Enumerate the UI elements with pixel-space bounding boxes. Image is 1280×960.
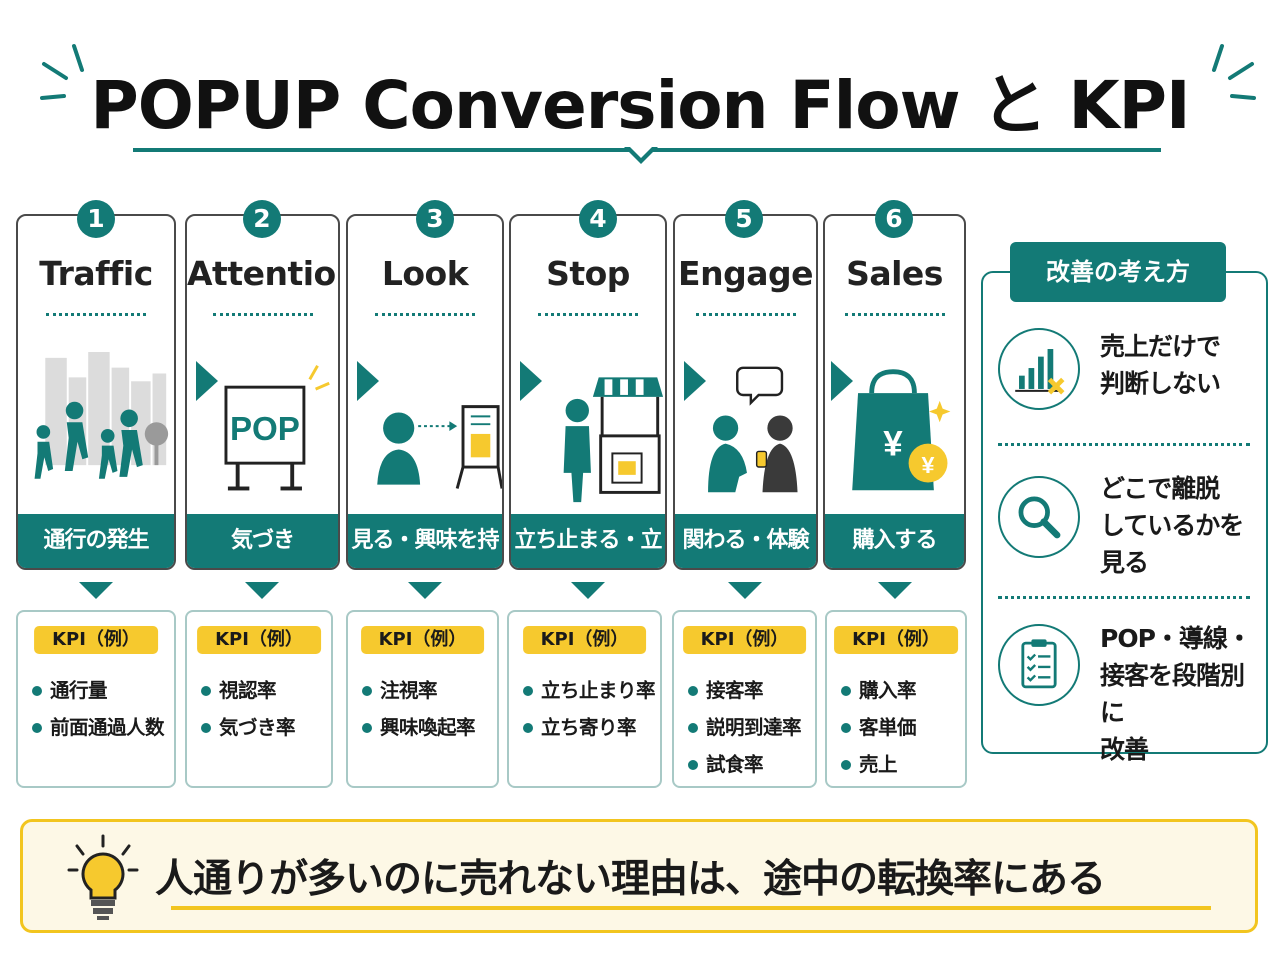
kpi-badge: KPI（例） bbox=[197, 626, 321, 654]
tip-text: 売上だけで 判断しない bbox=[1100, 332, 1221, 398]
flow-arrow bbox=[520, 361, 542, 401]
down-arrow bbox=[571, 582, 605, 599]
kpi-item: 売上 bbox=[841, 746, 916, 783]
stage-band: 関わる・体験する bbox=[675, 514, 816, 568]
tip-text: POP・導線・ 接客を段階別に 改善 bbox=[1100, 624, 1252, 764]
panel-divider bbox=[998, 443, 1250, 446]
kpi-badge: KPI（例） bbox=[682, 626, 807, 654]
step-number-5: 5 bbox=[725, 200, 763, 238]
kpi-item: 注視率 bbox=[362, 672, 475, 709]
magnifier-icon bbox=[998, 476, 1080, 558]
stage-label: Traffic bbox=[39, 254, 153, 293]
stage-band: 気づき bbox=[187, 514, 338, 568]
flow-arrow bbox=[357, 361, 379, 401]
summary-underline bbox=[171, 906, 1211, 910]
kpi-badge: KPI（例） bbox=[522, 626, 647, 654]
svg-text:¥: ¥ bbox=[922, 452, 935, 478]
tip-item: POP・導線・ 接客を段階別に 改善 bbox=[998, 620, 1256, 764]
left-spark-icon bbox=[40, 44, 84, 100]
stage-label: Engage bbox=[678, 254, 813, 293]
stage-label: Look bbox=[381, 254, 469, 293]
person-looking-icon bbox=[377, 405, 502, 489]
kpi-item: 気づき率 bbox=[201, 709, 296, 746]
down-arrow bbox=[245, 582, 279, 599]
kpi-item: 前面通過人数 bbox=[32, 709, 165, 746]
kpi-item: 視認率 bbox=[201, 672, 295, 709]
kpi-badge: KPI（例） bbox=[360, 626, 485, 654]
flow-arrow bbox=[196, 361, 218, 401]
kpi-box-sales: KPI（例） 購入率 客単価 売上 bbox=[825, 610, 967, 788]
down-arrow bbox=[79, 582, 113, 599]
tip-text: どこで離脱 しているかを 見る bbox=[1100, 474, 1244, 577]
tip-item: 売上だけで 判断しない bbox=[998, 328, 1256, 418]
checklist-clipboard-icon bbox=[998, 624, 1080, 706]
flow-arrow bbox=[831, 361, 853, 401]
step-number-1: 1 bbox=[77, 200, 115, 238]
lightbulb-icon bbox=[67, 834, 139, 920]
kpi-item: 興味喚起率 bbox=[362, 709, 476, 746]
stage-traffic: Traffic 通行の発生 bbox=[16, 214, 176, 570]
kpi-item: 立ち寄り率 bbox=[523, 709, 655, 746]
down-arrow bbox=[728, 582, 762, 599]
stage-stop: Stop 立ち止まる・立ち寄る bbox=[509, 214, 667, 570]
stall-stop-icon bbox=[563, 377, 664, 503]
stage-band: 購入する bbox=[825, 514, 964, 568]
stage-label: Attention bbox=[187, 254, 338, 293]
flow-arrow bbox=[684, 361, 706, 401]
stage-engage: Engage 関わる・体験する bbox=[673, 214, 818, 570]
kpi-item: 通行量 bbox=[32, 672, 164, 709]
stage-band: 見る・興味を持つ bbox=[348, 514, 502, 568]
right-spark-icon bbox=[1212, 44, 1256, 100]
page-title: POPUP Conversion Flow と KPI bbox=[90, 67, 1190, 144]
kpi-item: 客単価 bbox=[841, 709, 917, 746]
tip-item: どこで離脱 しているかを 見る bbox=[998, 470, 1256, 582]
kpi-box-engage: KPI（例） 接客率 説明到達率 試食率 bbox=[672, 610, 817, 788]
stage-label: Stop bbox=[546, 254, 630, 293]
kpi-item: 接客率 bbox=[688, 672, 801, 709]
step-number-2: 2 bbox=[243, 200, 281, 238]
kpi-item: 試食率 bbox=[688, 746, 801, 783]
pedestrians-city-icon bbox=[34, 352, 169, 479]
pop-sign-text: POP bbox=[230, 411, 300, 448]
kpi-box-stop: KPI（例） 立ち止まり率 立ち寄り率 bbox=[507, 610, 662, 788]
staff-engage-icon bbox=[708, 366, 798, 493]
kpi-box-attention: KPI（例） 視認率 気づき率 bbox=[185, 610, 333, 788]
kpi-item: 購入率 bbox=[841, 672, 917, 709]
panel-divider bbox=[998, 596, 1250, 599]
kpi-box-traffic: KPI（例） 通行量 前面通過人数 bbox=[16, 610, 176, 788]
summary-banner: 人通りが多いのに売れない理由は、途中の転換率にある bbox=[20, 819, 1258, 933]
stage-band: 通行の発生 bbox=[18, 514, 174, 568]
down-arrow bbox=[878, 582, 912, 599]
stage-band: 立ち止まる・立ち寄る bbox=[511, 514, 665, 568]
down-arrow bbox=[408, 582, 442, 599]
kpi-item: 説明到達率 bbox=[688, 709, 802, 746]
shopping-bag-yen-icon: ¥ ¥ bbox=[852, 369, 951, 491]
step-number-4: 4 bbox=[579, 200, 617, 238]
stage-label: Sales bbox=[846, 254, 943, 293]
step-number-3: 3 bbox=[416, 200, 454, 238]
bar-chart-x-icon bbox=[998, 328, 1080, 410]
svg-text:¥: ¥ bbox=[883, 424, 903, 463]
step-number-6: 6 bbox=[875, 200, 913, 238]
kpi-box-look: KPI（例） 注視率 興味喚起率 bbox=[346, 610, 499, 788]
kpi-item: 立ち止まり率 bbox=[523, 672, 656, 709]
kpi-badge: KPI（例） bbox=[34, 626, 158, 654]
panel-title: 改善の考え方 bbox=[1010, 242, 1226, 302]
summary-message: 人通りが多いのに売れない理由は、途中の転換率にある bbox=[155, 857, 1106, 902]
pop-sign-icon: POP bbox=[224, 365, 330, 491]
kpi-badge: KPI（例） bbox=[834, 626, 958, 654]
